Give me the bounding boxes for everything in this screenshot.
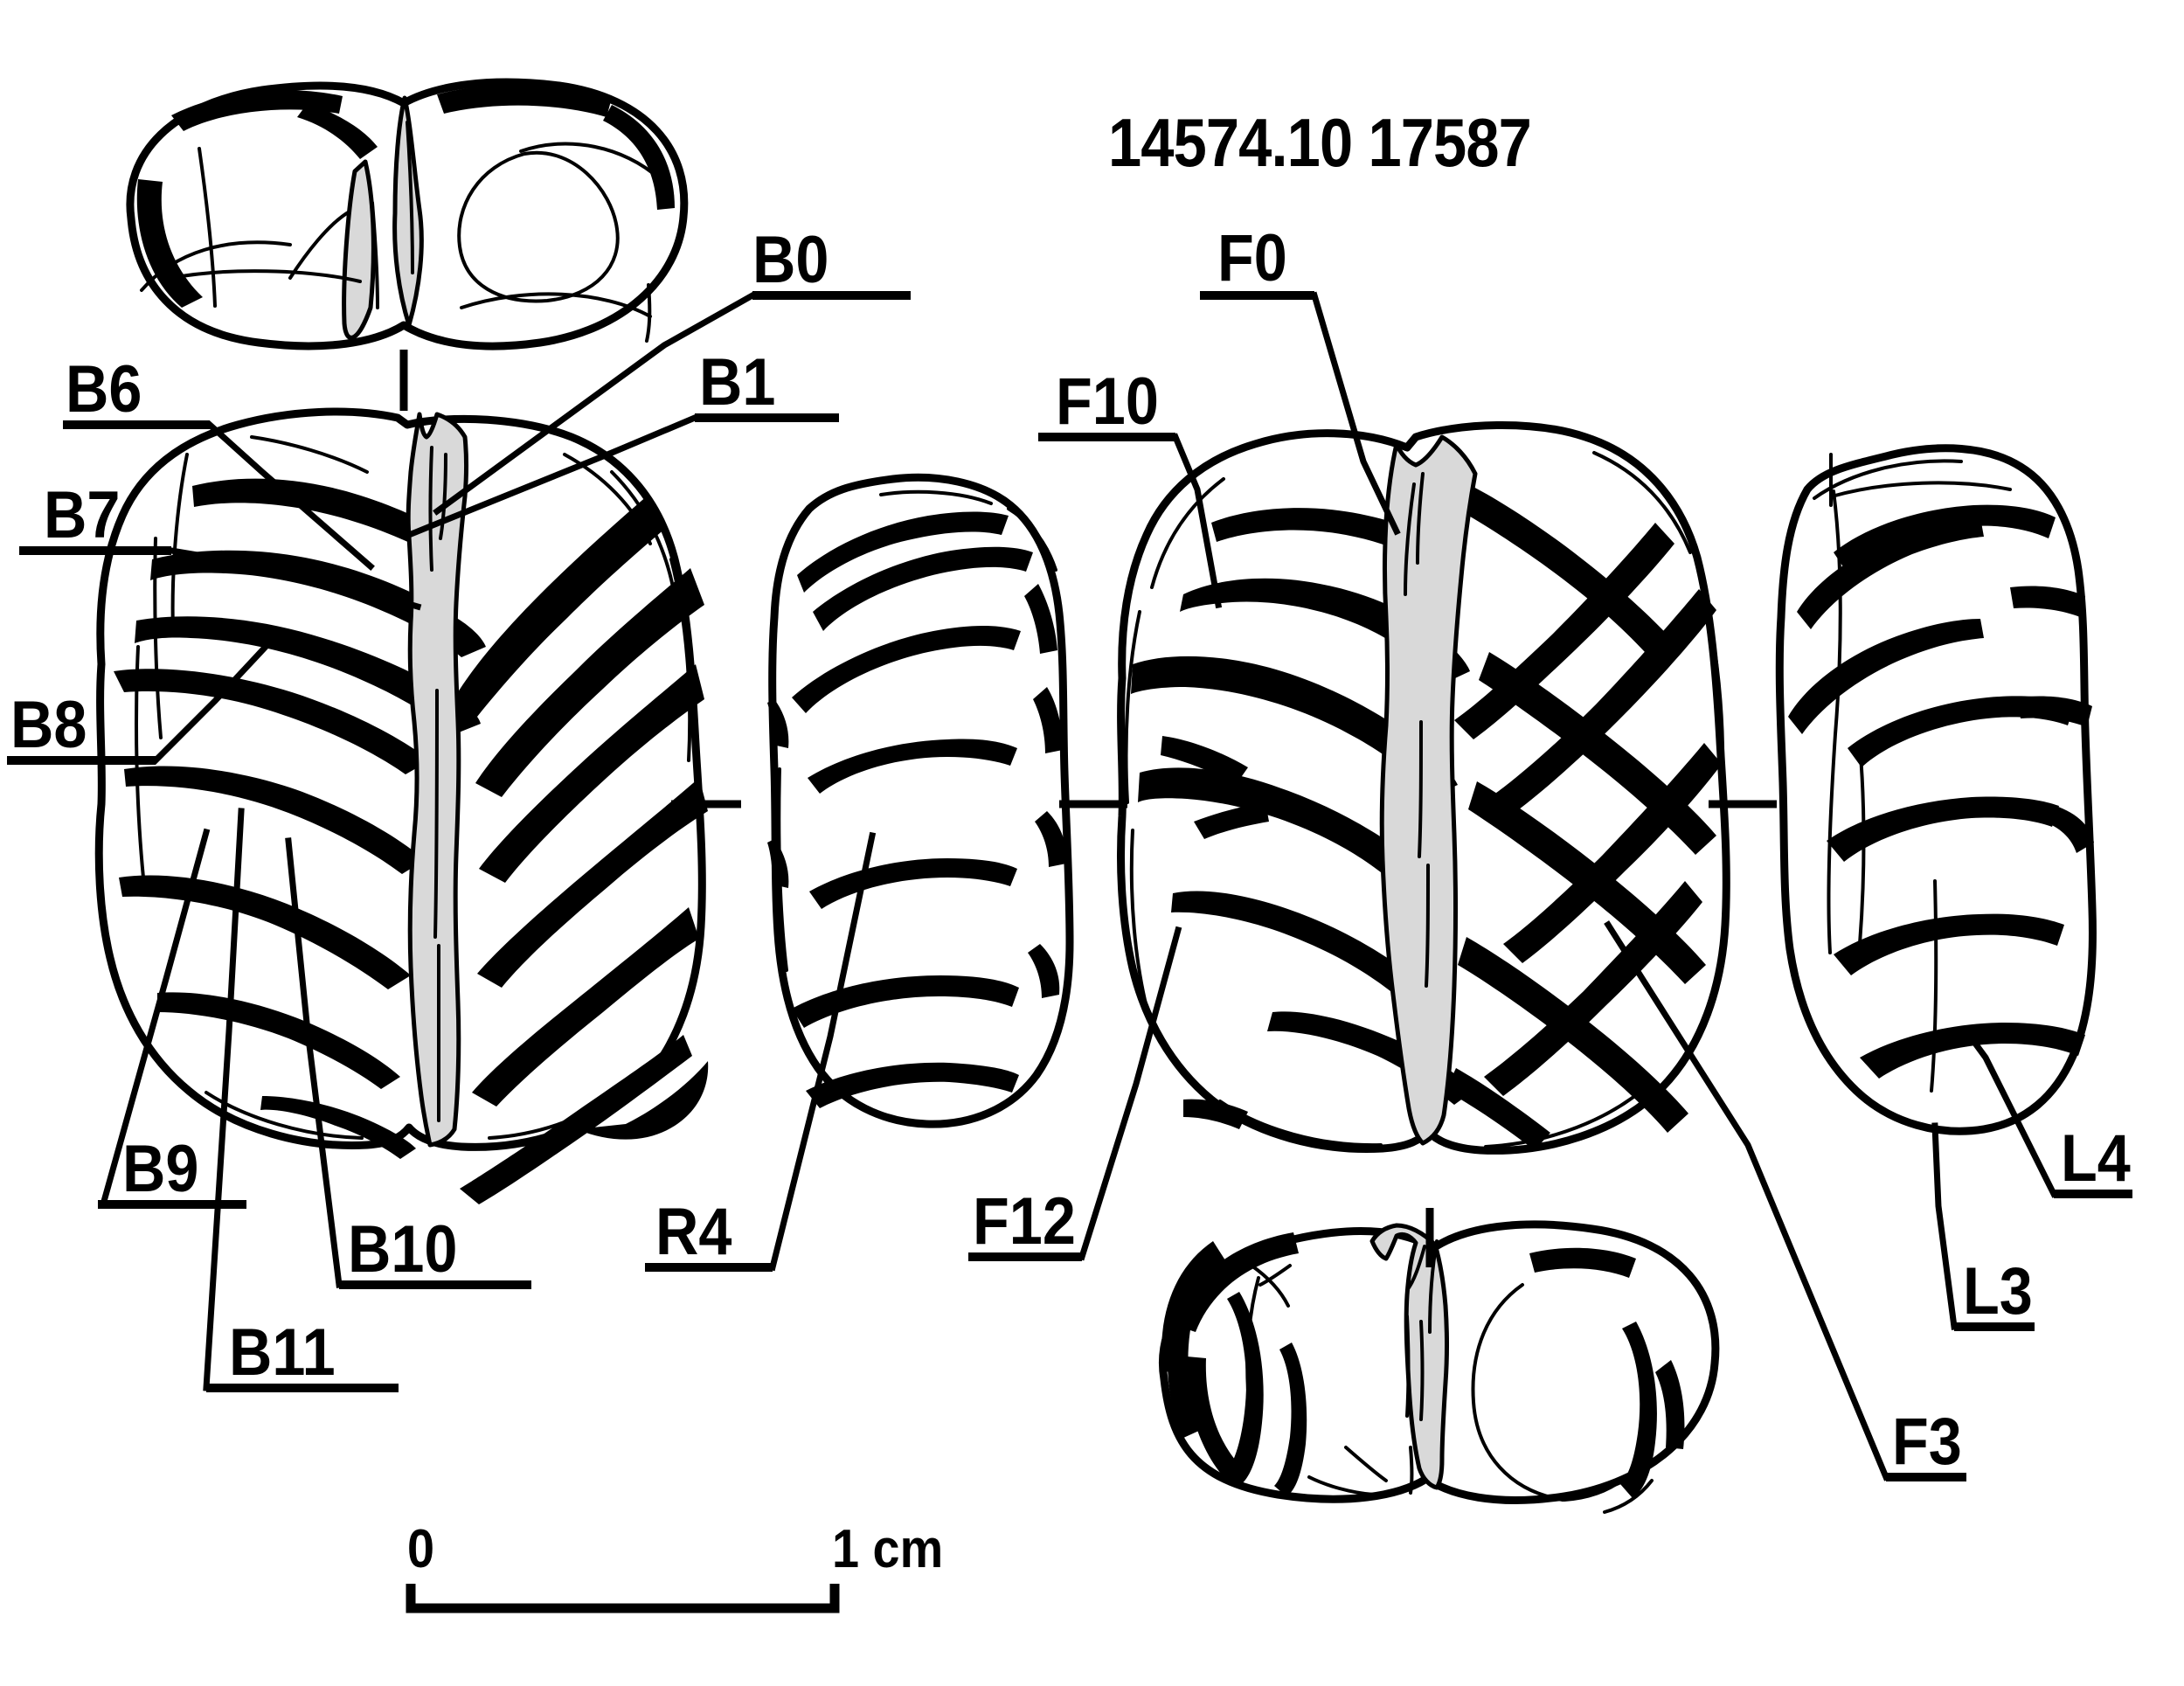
- page-title: 14574.10 17587: [1108, 104, 1532, 181]
- buccal-view-main: [94, 407, 709, 1204]
- scale-bar-left-label: 0: [407, 1519, 435, 1579]
- label-r4: R4: [655, 1195, 732, 1269]
- scale-bar-right-label: 1 cm: [832, 1519, 944, 1579]
- lingual-view-main: [1117, 420, 1730, 1155]
- occlusal-view-upper: [126, 78, 689, 350]
- label-f0: F0: [1217, 221, 1287, 295]
- label-l3: L3: [1963, 1254, 2033, 1329]
- view-connector-dashes: [399, 350, 1777, 1267]
- label-b6: B6: [66, 352, 142, 427]
- label-b7: B7: [44, 478, 121, 552]
- label-b10: B10: [348, 1212, 458, 1287]
- scale-bar-bracket: [406, 1584, 840, 1613]
- label-f12: F12: [973, 1184, 1076, 1259]
- distal-view: [1775, 444, 2097, 1135]
- label-l4: L4: [2061, 1121, 2131, 1196]
- label-leader-lines: [7, 291, 2132, 1481]
- occlusal-view-lower: [1159, 1220, 1720, 1514]
- label-b11: B11: [229, 1315, 336, 1390]
- label-b8: B8: [10, 688, 87, 762]
- mesial-view: [767, 473, 1074, 1128]
- label-b1: B1: [699, 345, 776, 420]
- label-b9: B9: [122, 1132, 199, 1206]
- label-b0: B0: [752, 223, 829, 297]
- label-f10: F10: [1056, 364, 1159, 439]
- label-f3: F3: [1892, 1405, 1962, 1479]
